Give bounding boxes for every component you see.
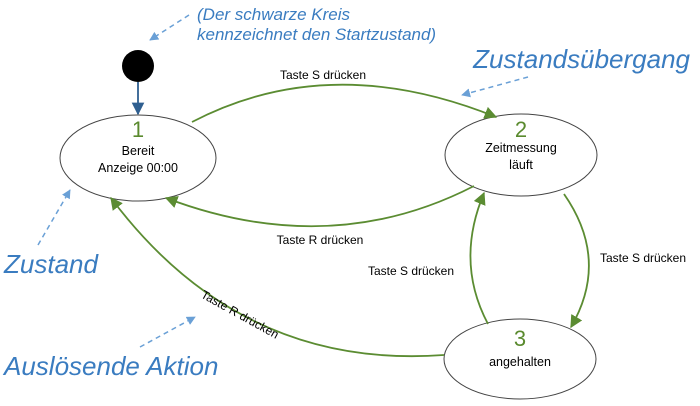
transition-note: Zustandsübergang [472,44,690,74]
transition-note-pointer [461,76,529,98]
action-note: Auslösende Aktion [2,351,218,381]
state-3-label-line1: angehalten [489,355,551,369]
transition-3-to-1 [110,196,445,358]
state-2-label-line1: Zeitmessung [485,141,557,155]
start-note-line2: kennzeichnet den Startzustand) [197,25,436,44]
state-1-label-line1: Bereit [122,144,155,158]
start-note-line1: (Der schwarze Kreis [197,5,351,24]
transition-label-3-to-2: Taste S drücken [368,264,454,278]
transition-2-to-1 [164,185,475,228]
initial-state-dot [122,50,154,82]
transition-2-to-3 [563,193,590,329]
state-3-ellipse [443,318,597,400]
state-1-number: 1 [132,117,144,142]
state-1: 1 Bereit Anzeige 00:00 [59,114,217,202]
state-3: 3 angehalten [443,318,597,400]
state-2-number: 2 [515,117,527,142]
start-note-pointer [149,14,190,41]
transition-label-1-to-2: Taste S drücken [280,68,366,82]
state-2-ellipse [444,113,598,197]
transition-label-2-to-1: Taste R drücken [277,233,364,247]
state-2: 2 Zeitmessung läuft [444,113,598,197]
state-1-ellipse [59,114,217,202]
transition-1-to-2 [191,83,498,123]
state-1-label-line2: Anzeige 00:00 [98,161,178,175]
transition-3-to-2 [469,191,489,325]
transition-label-2-to-3: Taste S drücken [600,251,686,265]
transition-label-3-to-1: Taste R drücken [199,287,282,341]
action-note-pointer [139,316,196,348]
state-3-number: 3 [514,326,526,351]
state-2-label-line2: läuft [509,158,533,172]
state-note: Zustand [3,249,99,279]
state-note-pointer [37,189,71,246]
